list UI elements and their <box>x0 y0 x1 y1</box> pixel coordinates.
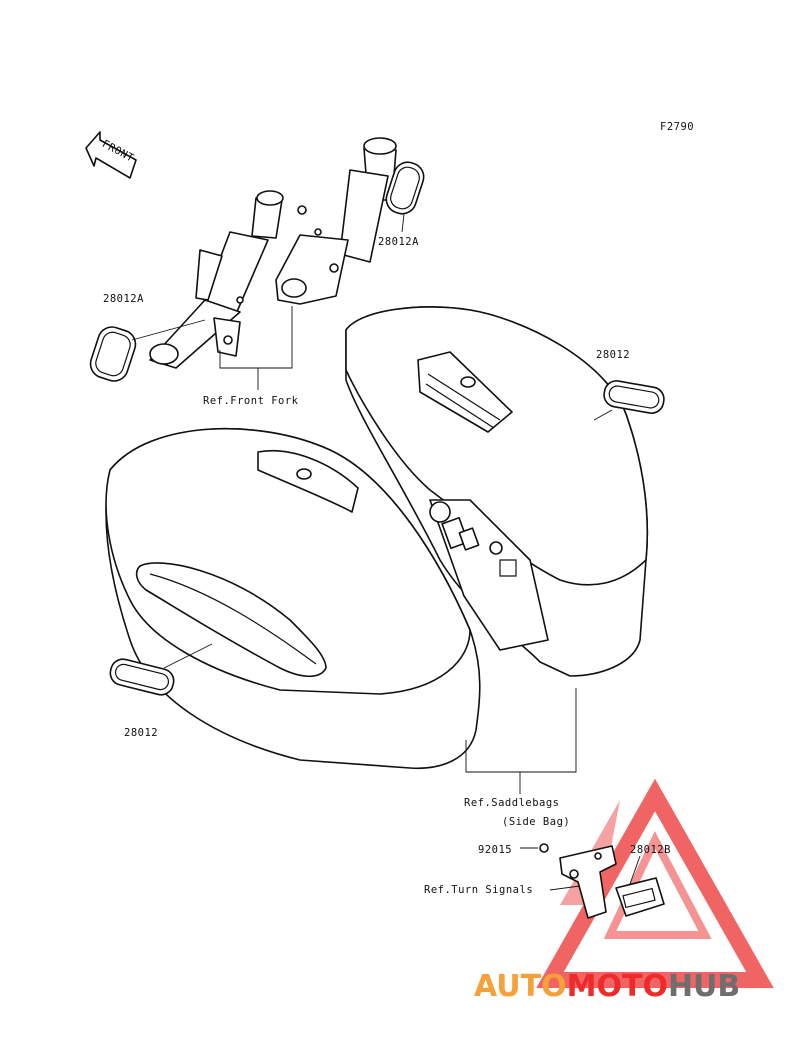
watermark-auto: AUTO <box>474 969 567 1004</box>
label-28012a-left: 28012A <box>103 293 144 305</box>
front-fork-right <box>275 137 397 305</box>
label-28012a-right: 28012A <box>378 236 419 248</box>
reflector-fork-right <box>385 161 425 215</box>
front-fork-left <box>149 190 284 369</box>
nut-92015-icon <box>539 843 549 853</box>
label-28012-right: 28012 <box>596 349 630 361</box>
label-ref-front-fork: Ref.Front Fork <box>203 395 299 407</box>
label-ref-saddlebags: Ref.Saddlebags <box>464 797 560 809</box>
rear-reflector-bracket <box>559 845 665 919</box>
saddlebag-right <box>345 306 649 677</box>
label-ref-turn-signals: Ref.Turn Signals <box>424 884 533 896</box>
saddlebag-left <box>105 427 481 770</box>
label-92015: 92015 <box>478 844 512 856</box>
watermark-moto: MOTO <box>567 969 668 1004</box>
label-side-bag: (Side Bag) <box>502 816 570 828</box>
label-28012b: 28012B <box>630 844 671 856</box>
watermark-logo: AUTOMOTOHUB <box>474 969 740 1004</box>
label-28012-left: 28012 <box>124 727 158 739</box>
reflector-fork-left <box>89 326 137 382</box>
front-direction-arrow-icon: FRONT <box>85 131 137 179</box>
reflector-bag-left <box>109 658 175 696</box>
svg-text:AUTOMOTOHUB: AUTOMOTOHUB <box>474 969 740 1004</box>
watermark-hub: HUB <box>668 969 740 1004</box>
figure-code: F2790 <box>660 121 694 133</box>
reflector-bag-right <box>603 380 665 414</box>
